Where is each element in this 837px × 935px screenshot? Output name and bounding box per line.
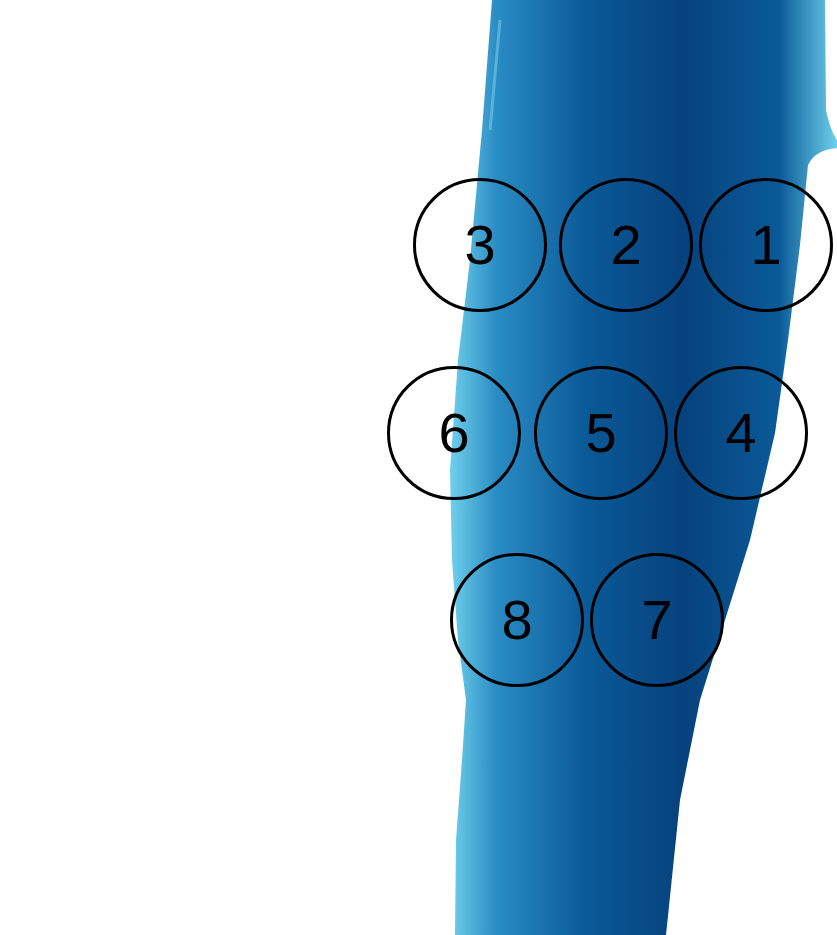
zone-number: 5: [534, 366, 668, 500]
zone-circle: 1: [699, 178, 833, 312]
zone-number: 3: [413, 178, 547, 312]
zone-number: 2: [559, 178, 693, 312]
zone-circle: 3: [413, 178, 547, 312]
limb-highlight: [490, 20, 500, 130]
zone-circle: 7: [590, 553, 724, 687]
zone-number: 7: [590, 553, 724, 687]
zone-circle: 5: [534, 366, 668, 500]
zone-number: 8: [450, 553, 584, 687]
zone-number: 1: [699, 178, 833, 312]
zone-circle: 6: [387, 366, 521, 500]
zone-circle: 2: [559, 178, 693, 312]
zone-circle: 4: [674, 366, 808, 500]
zone-circle: 8: [450, 553, 584, 687]
zone-number: 4: [674, 366, 808, 500]
zone-number: 6: [387, 366, 521, 500]
